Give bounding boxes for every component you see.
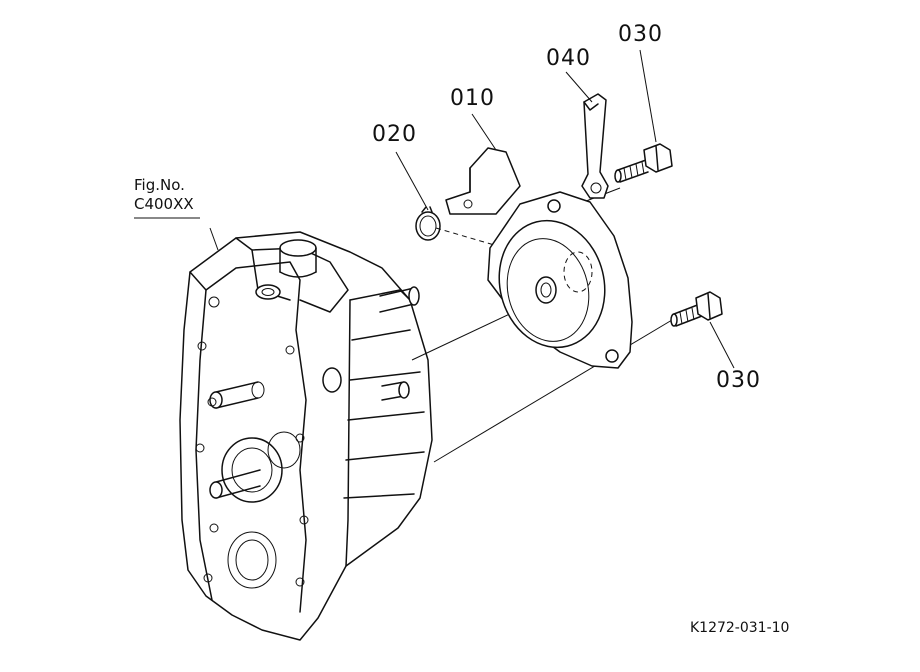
snap-ring-020 xyxy=(415,206,441,241)
part-label-030-lower[interactable]: 030 xyxy=(716,368,761,393)
transmission-housing xyxy=(179,231,433,641)
part-label-030-upper[interactable]: 030 xyxy=(618,22,663,47)
part-label-020[interactable]: 020 xyxy=(372,122,417,147)
part-label-010[interactable]: 010 xyxy=(450,86,495,111)
bolt-030-upper xyxy=(614,143,673,183)
bolt-030-lower xyxy=(670,291,723,327)
part-label-040[interactable]: 040 xyxy=(546,46,591,71)
lever-040 xyxy=(581,93,609,199)
figure-number: Fig.No. C400XX xyxy=(134,176,194,214)
fig-no-value: C400XX xyxy=(134,194,194,213)
fig-no-label: Fig.No. xyxy=(134,176,185,194)
cover-010 xyxy=(445,147,633,369)
drawing-code: K1272-031-10 xyxy=(690,620,790,636)
leader-lines xyxy=(134,49,735,369)
